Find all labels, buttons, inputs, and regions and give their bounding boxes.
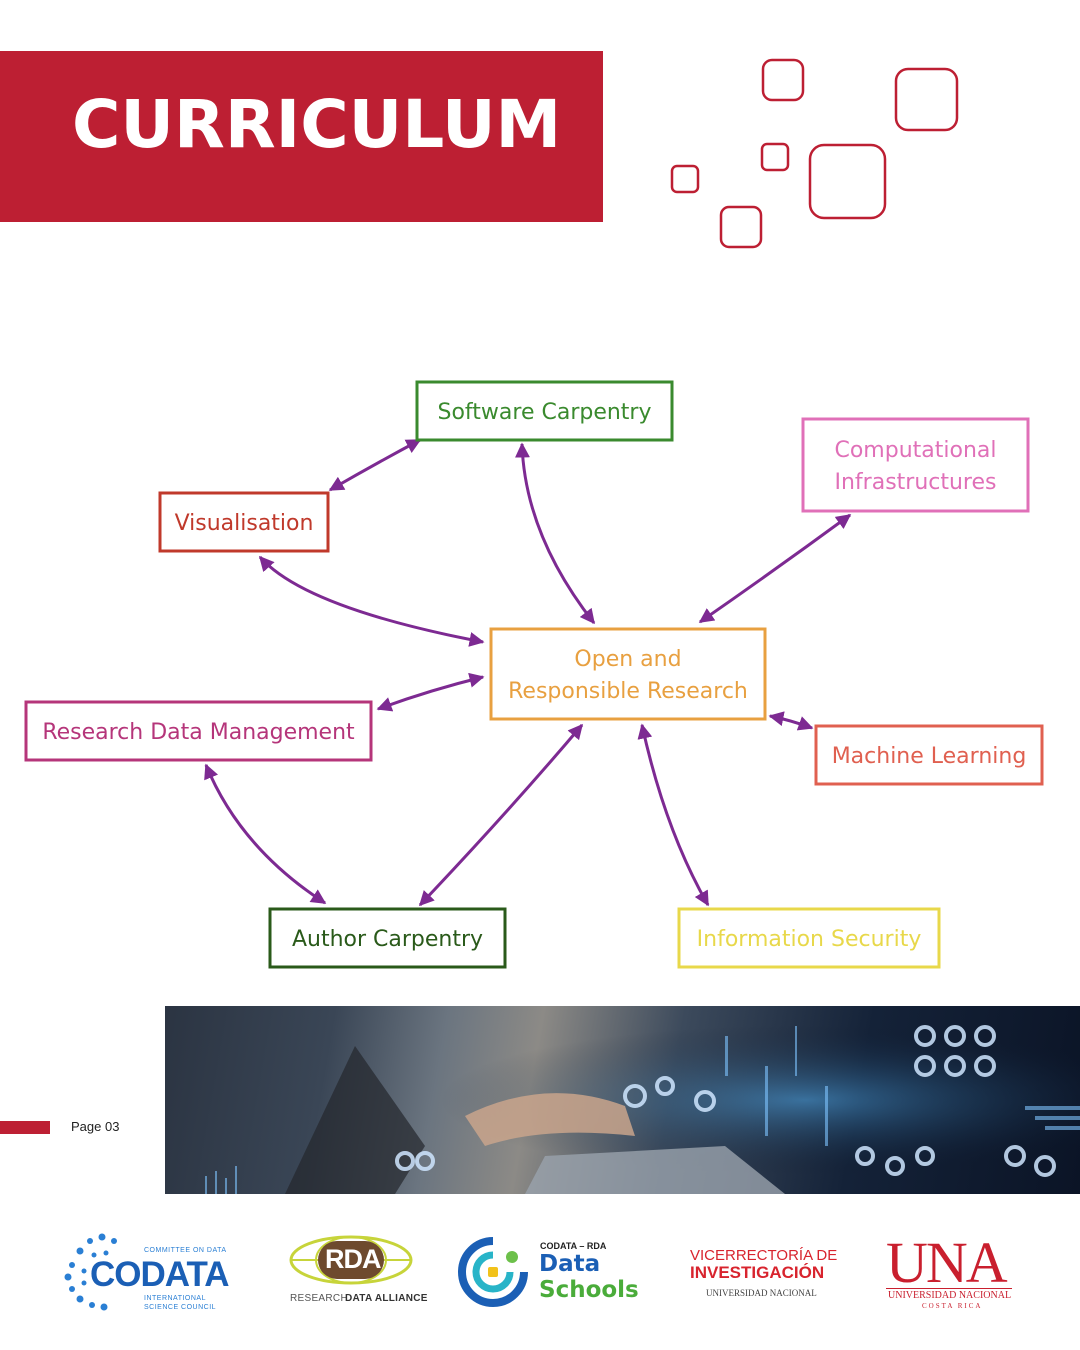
una-divider [886,1288,1012,1289]
connector-visualisation-open [258,555,485,647]
node-box-software [415,380,674,442]
partner-logos: COMMITTEE ON DATA CODATA INTERNATIONAL S… [0,1225,1080,1325]
una-line2: COSTA RICA [922,1302,983,1310]
node-author: Author Carpentry [268,907,507,969]
hero-photo [165,1006,1080,1194]
node-label-computational: Infrastructures [834,470,996,495]
deco-square [761,58,805,102]
node-software: Software Carpentry [415,380,674,442]
una-mark: UNA [886,1230,1008,1295]
node-label-open: Responsible Research [508,679,748,704]
header-banner [0,51,603,222]
node-rdm: Research Data Management [24,700,373,762]
data-schools-ring-icon [458,1237,528,1307]
una-logo: UNA UNIVERSIDAD NACIONAL COSTA RICA [884,1230,1014,1312]
vicerrectoria-logo: VICERRECTORÍA DE INVESTIGACIÓN UNIVERSID… [688,1247,848,1307]
connector-rdm-open [376,672,485,712]
page-number: Page 03 [71,1119,120,1134]
node-box-computational [801,417,1030,513]
node-label-software: Software Carpentry [438,400,652,425]
codata-small-top: COMMITTEE ON DATA [144,1247,227,1254]
node-box-rdm [24,700,373,762]
connector-computational-open [698,513,852,624]
data-schools-top: CODATA – RDA [540,1241,607,1251]
node-label-visualisation: Visualisation [175,511,314,536]
node-label-open: Open and [574,647,681,672]
rda-mark: RDA [325,1244,381,1274]
deco-square [808,143,887,220]
curriculum-diagram: Software CarpentryComputationalInfrastru… [24,380,1044,969]
codata-dots-icon [64,1233,117,1311]
data-schools-word1: Data [539,1251,601,1277]
node-box-ml [814,724,1044,786]
rda-globe-icon [289,1235,413,1285]
node-box-infosec [677,907,941,969]
node-label-computational: Computational [834,438,996,463]
deco-square [894,67,959,132]
node-label-author: Author Carpentry [292,927,483,952]
rda-subtitle-right: DATA ALLIANCE [345,1293,428,1304]
decorative-squares [670,58,959,249]
page-title: CURRICULUM [72,86,562,163]
connector-software-open [514,442,596,625]
node-box-visualisation [158,491,330,553]
node-box-author [268,907,507,969]
data-schools-logo: CODATA – RDA Data Schools [458,1237,658,1309]
vicerrectoria-line2: INVESTIGACIÓN [690,1263,825,1282]
node-infosec: Information Security [677,907,941,969]
connector-author-open [418,723,584,907]
codata-logo: COMMITTEE ON DATA CODATA INTERNATIONAL S… [62,1231,247,1311]
rda-subtitle-left: RESEARCH [290,1293,348,1304]
vicerrectoria-line3: UNIVERSIDAD NACIONAL [706,1288,817,1298]
node-label-rdm: Research Data Management [42,720,355,745]
node-box-open [489,627,767,721]
codata-small-line3: SCIENCE COUNCIL [144,1304,217,1311]
connector-open-infosec [637,723,710,907]
node-visualisation: Visualisation [158,491,330,553]
codata-small-line2: INTERNATIONAL [144,1295,206,1302]
deco-square [760,142,790,172]
una-line1: UNIVERSIDAD NACIONAL [888,1290,1012,1301]
deco-square [719,205,763,249]
page-marker [0,1121,50,1134]
codata-name: CODATA [90,1255,230,1294]
connector-open-ml [768,711,814,731]
connector-rdm-author [204,763,327,905]
data-schools-word2: Schools [539,1277,639,1303]
node-label-infosec: Information Security [697,927,922,952]
node-ml: Machine Learning [814,724,1044,786]
connector-visualisation-software [328,438,422,492]
deco-square [670,164,700,194]
rda-logo: RDA RESEARCH DATA ALLIANCE [288,1235,427,1310]
node-label-ml: Machine Learning [832,744,1027,769]
data-visualization-graphic [165,1006,1080,1194]
vicerrectoria-line1: VICERRECTORÍA DE [690,1247,838,1264]
